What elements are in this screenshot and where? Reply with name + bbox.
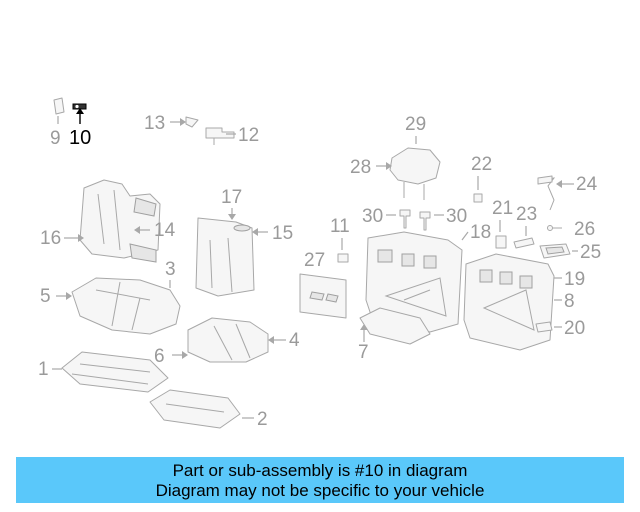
part-23 [513, 237, 535, 249]
part-30-left [399, 209, 411, 229]
part-13 [185, 116, 199, 128]
callout-3: 3 [165, 259, 176, 280]
callout-6: 6 [154, 346, 165, 367]
callout-18: 18 [470, 222, 491, 243]
callout-10: 10 [69, 127, 91, 149]
callout-25: 25 [580, 242, 601, 263]
callout-15: 15 [272, 223, 293, 244]
callout-7: 7 [358, 342, 369, 363]
part-12 [205, 127, 235, 145]
part-5 [71, 277, 181, 335]
callout-4: 4 [289, 330, 300, 351]
callout-30-right: 30 [446, 206, 467, 227]
callout-19: 19 [564, 269, 585, 290]
info-banner: Part or sub-assembly is #10 in diagram D… [16, 457, 624, 503]
callout-23: 23 [516, 204, 537, 225]
callout-28: 28 [350, 157, 371, 178]
callout-13: 13 [144, 113, 165, 134]
part-18 [365, 231, 463, 333]
callout-11: 11 [330, 216, 350, 237]
callout-24: 24 [576, 174, 598, 195]
callout-21: 21 [492, 198, 513, 219]
part-26 [547, 225, 562, 231]
part-11 [337, 253, 349, 263]
part-22 [473, 193, 483, 203]
part-10 [72, 103, 87, 124]
part-8 [463, 253, 555, 351]
callout-2: 2 [257, 409, 268, 430]
part-1 [61, 351, 169, 393]
callout-17: 17 [221, 187, 242, 208]
part-20 [535, 321, 553, 333]
banner-line-1: Part or sub-assembly is #10 in diagram [172, 461, 468, 480]
part-15 [195, 217, 255, 297]
part-7 [359, 307, 431, 345]
part-30-right [419, 211, 431, 231]
part-25 [539, 243, 571, 259]
part-14 [79, 179, 161, 263]
callout-30-left: 30 [362, 206, 383, 227]
banner-line-2: Diagram may not be specific to your vehi… [155, 481, 485, 500]
callout-1: 1 [38, 359, 49, 380]
callout-9: 9 [50, 128, 61, 149]
callout-16: 16 [40, 228, 61, 249]
part-24 [537, 175, 556, 211]
part-2 [149, 389, 241, 429]
part-9 [53, 97, 65, 124]
part-6 [187, 317, 269, 363]
callout-12: 12 [238, 125, 259, 146]
callout-29: 29 [405, 114, 426, 135]
callout-8: 8 [564, 291, 575, 312]
callout-27: 27 [304, 250, 325, 271]
part-27 [299, 273, 347, 319]
part-21 [495, 235, 507, 249]
callout-20: 20 [564, 318, 585, 339]
callout-5: 5 [40, 286, 51, 307]
callout-26: 26 [574, 219, 595, 240]
part-28 [389, 147, 441, 200]
parts-diagram: 9 10 13 12 16 14 17 15 [38, 97, 601, 430]
callout-14: 14 [154, 220, 176, 241]
callout-22: 22 [471, 154, 492, 175]
